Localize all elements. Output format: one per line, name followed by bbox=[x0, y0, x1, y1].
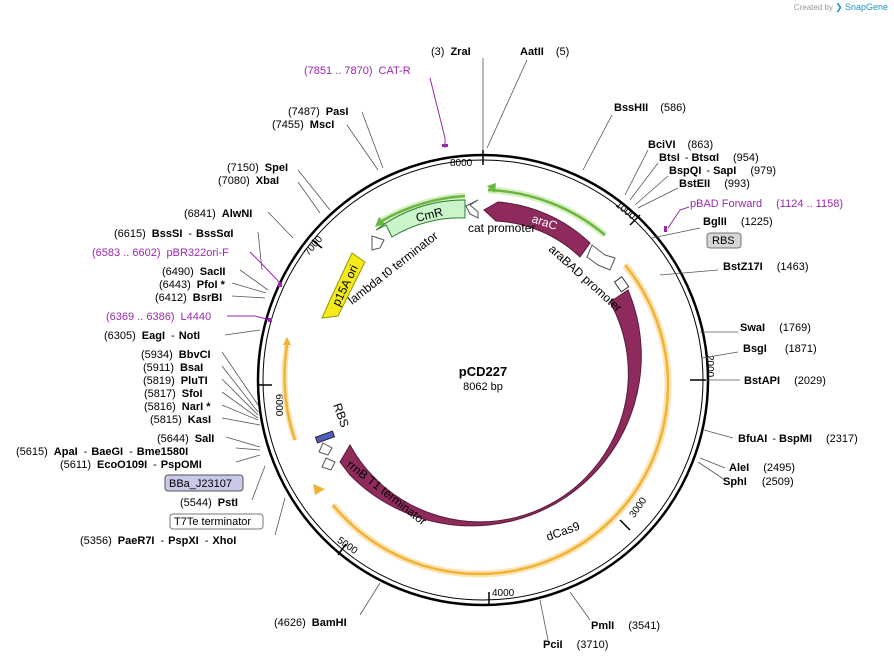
feature-cat-promoter[interactable] bbox=[465, 199, 479, 219]
rbs-box-label: RBS bbox=[712, 235, 735, 247]
site-swai[interactable]: SwaI(1769) bbox=[740, 322, 811, 334]
orf-small-arrowhead bbox=[283, 337, 291, 345]
site-sacii[interactable]: (6490)SacII bbox=[162, 266, 225, 278]
tick-6000: 6000 bbox=[273, 394, 284, 417]
credit-brand: SnapGene bbox=[844, 2, 888, 12]
snapgene-credit: Created by ❯ SnapGene bbox=[794, 2, 888, 13]
rbs-inner-label: RBS bbox=[330, 401, 352, 429]
t7te-box[interactable] bbox=[169, 513, 264, 530]
orf-small-arc bbox=[283, 344, 297, 441]
site-bamhi[interactable]: (4626)BamHI bbox=[274, 617, 347, 629]
plasmid-name: pCD227 bbox=[459, 364, 507, 379]
site-bfuai[interactable]: BfuAI-BspMI(2317) bbox=[738, 433, 858, 445]
orf-dcas9-arrowhead bbox=[313, 484, 325, 495]
site-bcivi[interactable]: BciVI(863) bbox=[648, 139, 713, 151]
site-bbvci[interactable]: (5934)BbvCI bbox=[141, 349, 211, 361]
site-bsshii[interactable]: BssHII(586) bbox=[614, 102, 686, 114]
site-paer7i[interactable]: (5356)PaeR7I-PspXI-XhoI bbox=[80, 535, 236, 547]
rrnb-label: rrnB T1 terminator bbox=[344, 457, 429, 528]
site-alei[interactable]: AleI(2495) bbox=[729, 462, 795, 474]
site-apai[interactable]: (5615)ApaI-BaeGI-Bme1580I bbox=[16, 446, 188, 458]
cmr-label: CmR bbox=[414, 205, 444, 225]
site-bsai[interactable]: (5911)BsaI bbox=[143, 362, 203, 374]
feature-rbs-inner[interactable] bbox=[314, 430, 336, 444]
rbs-box[interactable] bbox=[706, 232, 742, 249]
site-pfoi[interactable]: (6443)PfoI * bbox=[159, 279, 226, 291]
site-pmli[interactable]: PmlI(3541) bbox=[591, 620, 660, 632]
snapgene-logo-icon: ❯ bbox=[835, 2, 843, 12]
site-sfoi[interactable]: (5817)SfoI bbox=[144, 388, 203, 400]
site-bspqi[interactable]: BspQI-SapI(979) bbox=[669, 165, 776, 177]
site-msci[interactable]: (7455)MscI bbox=[272, 119, 334, 131]
arabad-label: araBAD promoter bbox=[546, 242, 625, 315]
tick-4000: 4000 bbox=[492, 588, 515, 599]
site-alwni[interactable]: (6841)AlwNI bbox=[184, 208, 252, 220]
orf-cmr-arc bbox=[379, 194, 466, 224]
site-sali[interactable]: (5644)SalI bbox=[157, 433, 214, 445]
site-psti[interactable]: (5544)PstI bbox=[180, 497, 238, 509]
orf-cmr-arrowhead bbox=[375, 217, 385, 227]
feature-cmr[interactable] bbox=[375, 199, 466, 238]
site-bsrbi[interactable]: (6412)BsrBI bbox=[155, 292, 222, 304]
site-bglii[interactable]: BglII(1225) bbox=[703, 216, 773, 228]
bba-j23107-label: BBa_J23107 bbox=[169, 478, 232, 490]
site-pasi[interactable]: (7487)PasI bbox=[288, 106, 348, 118]
site-aatii[interactable]: AatII(5) bbox=[520, 46, 569, 58]
site-spei[interactable]: (7150)SpeI bbox=[227, 162, 288, 174]
leader-lines bbox=[221, 58, 740, 641]
feature-arac[interactable] bbox=[483, 201, 591, 258]
tick-2000: 2000 bbox=[704, 355, 715, 378]
feature-dcas9[interactable] bbox=[339, 289, 642, 527]
orf-dcas9-arc bbox=[332, 264, 670, 576]
site-nari[interactable]: (5816)NarI * bbox=[144, 401, 211, 413]
site-ecoo109i[interactable]: (5611)EcoO109I-PspOMI bbox=[60, 459, 202, 471]
site-bsgi[interactable]: BsgI(1871) bbox=[743, 343, 817, 355]
site-sphi[interactable]: SphI(2509) bbox=[723, 476, 794, 488]
site-xbai[interactable]: (7080)XbaI bbox=[218, 175, 279, 187]
site-pluti[interactable]: (5819)PluTI bbox=[143, 375, 208, 387]
primer-l4440[interactable]: (6369 .. 6386)L4440 bbox=[106, 311, 211, 323]
cat-promoter-label: cat promoter bbox=[468, 221, 535, 235]
primer-cat-r[interactable]: (7851 .. 7870)CAT-R bbox=[304, 65, 411, 77]
primer-pbad-forward[interactable]: pBAD Forward(1124 .. 1158) bbox=[690, 198, 843, 210]
feature-arabad-promoter[interactable] bbox=[586, 244, 616, 271]
dcas9-split-mark bbox=[514, 537, 519, 553]
feature-rrnb-t1[interactable] bbox=[318, 442, 333, 456]
site-bstz17i[interactable]: BstZ17I(1463) bbox=[723, 261, 809, 273]
feature-lambda-t0[interactable] bbox=[371, 235, 385, 251]
plasmid-length: 8062 bp bbox=[463, 381, 503, 393]
tick-7000: 7000 bbox=[302, 234, 325, 258]
site-bstapi[interactable]: BstAPI(2029) bbox=[744, 375, 826, 387]
dcas9-label: dCas9 bbox=[544, 519, 582, 544]
site-eagi[interactable]: (6305)EagI-NotI bbox=[104, 330, 200, 342]
site-bsssi[interactable]: (6615)BssSI-BssSαI bbox=[114, 228, 233, 240]
feature-rrnb-t1-b[interactable] bbox=[321, 457, 336, 471]
feature-rbs-arabad[interactable] bbox=[613, 276, 630, 293]
primer-marks bbox=[268, 144, 667, 322]
site-bsteii[interactable]: BstEII(993) bbox=[679, 178, 750, 190]
tick-marks bbox=[257, 150, 706, 605]
orf-arac-arrowhead bbox=[487, 183, 496, 193]
tick-8000: 8000 bbox=[450, 158, 473, 169]
site-btsi[interactable]: BtsI-BtsαI(954) bbox=[659, 152, 759, 164]
site-kasi[interactable]: (5815)KasI bbox=[150, 414, 211, 426]
t7te-box-label: T7Te terminator bbox=[174, 516, 251, 528]
site-zrai[interactable]: (3)ZraI bbox=[431, 46, 471, 58]
tick-1000: 1000 bbox=[613, 200, 637, 223]
primer-pbr322ori-f[interactable]: (6583 .. 6602)pBR322ori-F bbox=[92, 247, 229, 259]
orf-arac-arc bbox=[487, 188, 606, 236]
site-pcii[interactable]: PciI(3710) bbox=[543, 639, 608, 651]
feature-p15a-ori[interactable] bbox=[321, 252, 366, 319]
credit-prefix: Created by bbox=[793, 3, 833, 12]
bba-j23107-box[interactable] bbox=[164, 474, 244, 492]
